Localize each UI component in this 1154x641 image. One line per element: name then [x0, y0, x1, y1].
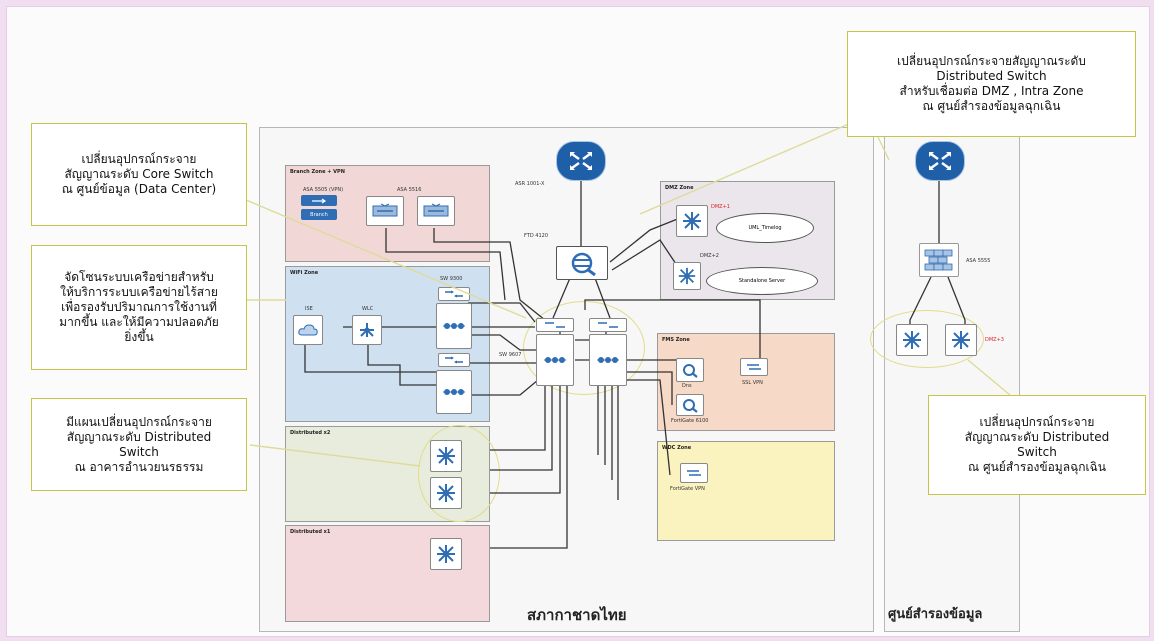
callout-wifi-zone: จัดโซนระบบเครือข่ายสำหรับ ให้บริการระบบเ…: [31, 245, 247, 370]
dr-firewall-label: ASA 5555: [966, 258, 991, 264]
fms-right-label: SSL VPN: [742, 380, 763, 386]
fms-zone-label: FMS Zone: [662, 337, 690, 343]
callout-line: สำหรับเชื่อมต่อ DMZ , Intra Zone: [899, 84, 1084, 98]
dmz-zone-label: DMZ Zone: [665, 185, 694, 191]
callout-line: สัญญาณระดับ Distributed: [964, 430, 1110, 444]
vpn-icon[interactable]: [680, 463, 708, 483]
cloud-icon[interactable]: [293, 315, 323, 345]
switch-icon[interactable]: [589, 318, 627, 332]
vpn-icon[interactable]: [740, 358, 768, 376]
switch-icon[interactable]: [536, 318, 574, 332]
dr-red-label: DMZ+3: [985, 337, 1004, 343]
callout-line: ยิ่งขึ้น: [124, 330, 154, 344]
firewall-icon[interactable]: [676, 394, 704, 416]
ise-label: ISE: [305, 306, 313, 312]
firewall-icon[interactable]: [417, 196, 455, 226]
distributed-zone-1-label: Distributed x2: [290, 430, 331, 436]
standalone-server-label: Standalone Server: [738, 278, 786, 284]
dr-switch-highlight: [870, 310, 984, 368]
wdc-device-label: FortiGate VPN: [670, 486, 705, 492]
ftd-label: FTD 4120: [524, 233, 549, 239]
callout-line: ณ ศูนย์สำรองข้อมูลฉุกเฉิน: [968, 460, 1106, 474]
firewall-icon[interactable]: [676, 358, 704, 382]
firewall-icon[interactable]: [556, 246, 608, 280]
callout-line: สัญญาณระดับ Core Switch: [64, 167, 214, 181]
callout-line: จัดโซนระบบเครือข่ายสำหรับ: [64, 270, 214, 284]
branch-device-label: Branch: [310, 211, 328, 218]
asa-branch-label: ASA 5505 (VPN): [303, 187, 344, 193]
router-icon[interactable]: [556, 141, 606, 181]
callout-dr-distributed: เปลี่ยนอุปกรณ์กระจาย สัญญาณระดับ Distrib…: [928, 395, 1146, 495]
callout-line: Switch: [1017, 445, 1057, 459]
dmz-top-label: DMZ+1: [711, 204, 730, 210]
callout-line: ณ ศูนย์สำรองข้อมูลฉุกเฉิน: [922, 99, 1061, 113]
callout-line: มากขึ้น และให้มีความปลอดภัย: [59, 315, 219, 329]
callout-distributed-switch: มีแผนเปลี่ยนอุปกรณ์กระจาย สัญญาณระดับ Di…: [31, 398, 247, 491]
standalone-server[interactable]: Standalone Server: [706, 267, 818, 295]
wdc-zone: WDC Zone: [657, 441, 835, 541]
switch-icon[interactable]: [536, 334, 574, 386]
wdc-zone-label: WDC Zone: [662, 445, 692, 451]
callout-line: เปลี่ยนอุปกรณ์กระจาย: [81, 152, 197, 166]
core-switch-highlight: [523, 301, 645, 395]
branch-device[interactable]: Branch: [301, 209, 337, 220]
distributed-zone-2-label: Distributed x1: [290, 529, 331, 535]
uml-server-label: UML_Timelog: [748, 225, 782, 231]
switch-icon[interactable]: [676, 205, 708, 237]
switch-icon[interactable]: [896, 324, 928, 356]
wireless-controller-icon[interactable]: [352, 315, 382, 345]
router-icon[interactable]: [915, 141, 965, 181]
asr-main-label: ASR 1001-X: [515, 181, 545, 187]
sw-9300-label: SW 9300: [440, 276, 463, 282]
switch-icon[interactable]: [430, 477, 462, 509]
dmz-bottom-label: DMZ+2: [700, 253, 719, 259]
wifi-zone-label: WiFi Zone: [290, 270, 319, 276]
switch-icon[interactable]: [589, 334, 627, 386]
uml-server[interactable]: UML_Timelog: [716, 213, 814, 243]
callout-line: เพื่อรองรับปริมาณการใช้งานที่: [61, 300, 217, 314]
fms-bottom-label: FortiGate 6100: [671, 418, 709, 424]
switch-icon[interactable]: [438, 353, 470, 367]
callout-line: ณ ศูนย์ข้อมูล (Data Center): [61, 182, 217, 196]
firewall-icon[interactable]: [919, 243, 959, 277]
branch-zone-label: Branch Zone + VPN: [290, 169, 345, 175]
callout-dr-dmz: เปลี่ยนอุปกรณ์กระจายสัญญาณระดับ Distribu…: [847, 31, 1136, 137]
switch-icon[interactable]: [436, 303, 472, 349]
callout-line: Switch: [119, 444, 159, 459]
callout-line: ณ อาคารอำนวยนรธรรม: [74, 459, 204, 474]
switch-icon[interactable]: [673, 262, 701, 290]
asa-5516-label: ASA 5516: [397, 187, 422, 193]
callout-line: เปลี่ยนอุปกรณ์กระจาย: [979, 415, 1095, 429]
switch-icon[interactable]: [430, 440, 462, 472]
callout-line: มีแผนเปลี่ยนอุปกรณ์กระจาย: [66, 414, 212, 429]
callout-line: สัญญาณระดับ Distributed: [66, 429, 212, 444]
backup-site-container: [884, 127, 1020, 632]
callout-line: Distributed Switch: [936, 69, 1047, 83]
callout-line: ให้บริการระบบเครือข่ายไร้สาย: [60, 285, 218, 299]
switch-icon[interactable]: [430, 538, 462, 570]
vpn-icon[interactable]: [301, 195, 337, 206]
callout-line: เปลี่ยนอุปกรณ์กระจายสัญญาณระดับ: [897, 54, 1086, 68]
main-site-label: สภากาชาดไทย: [527, 606, 627, 624]
backup-site-label: ศูนย์สำรองข้อมูล: [888, 607, 983, 622]
callout-core-switch: เปลี่ยนอุปกรณ์กระจาย สัญญาณระดับ Core Sw…: [31, 123, 247, 226]
switch-icon[interactable]: [945, 324, 977, 356]
wlc-label: WLC: [362, 306, 374, 312]
switch-icon[interactable]: [436, 370, 472, 414]
fms-left-label: Dns: [682, 383, 692, 389]
core-switch-label: SW 9607: [499, 352, 522, 358]
firewall-icon[interactable]: [366, 196, 404, 226]
distributed-switch-highlight: [418, 425, 500, 522]
